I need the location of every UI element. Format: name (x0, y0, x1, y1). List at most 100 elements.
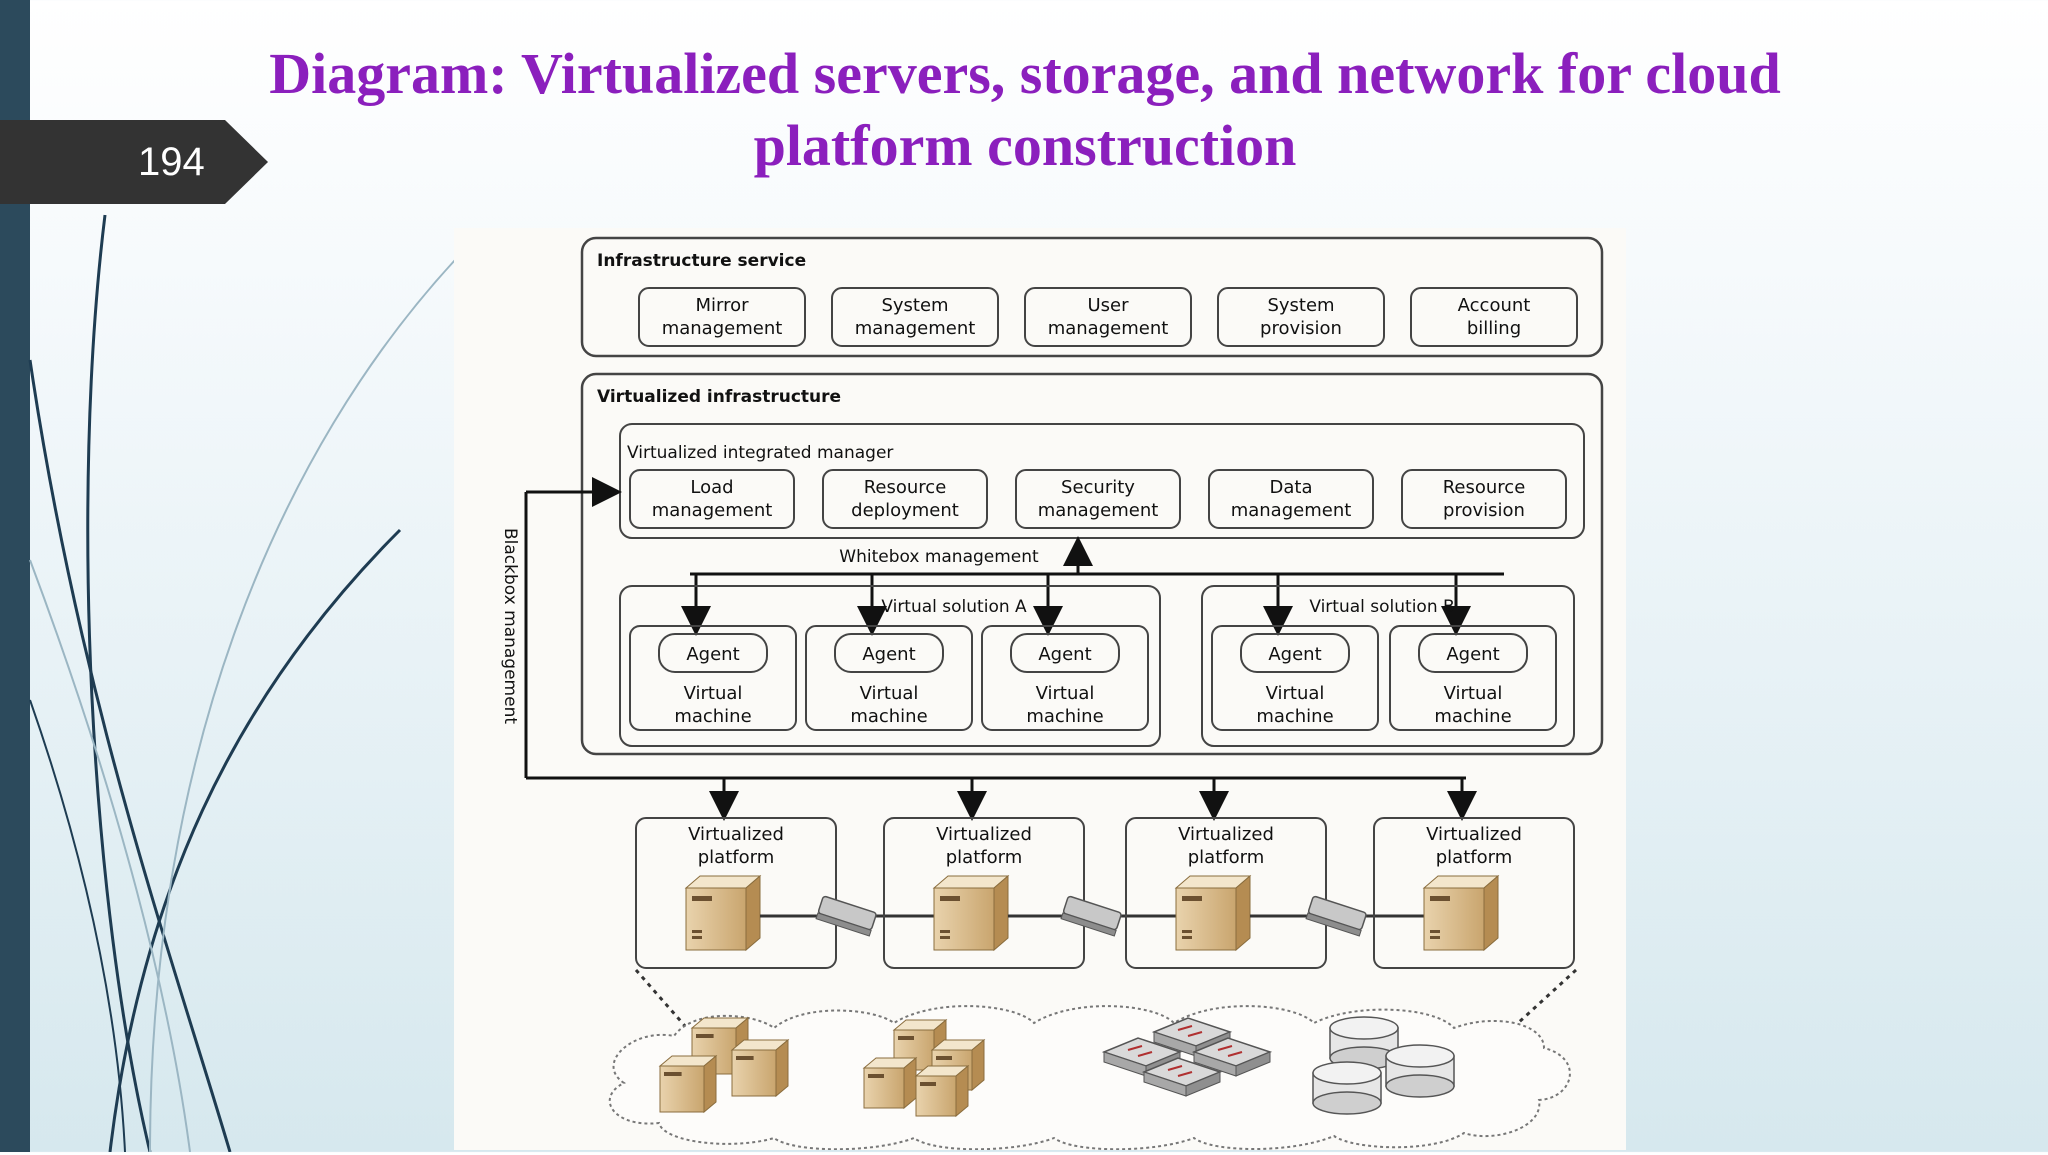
virtual-machine-box (1211, 625, 1379, 731)
virtualized-platform-box (635, 817, 837, 969)
module-label-line: User (1087, 295, 1129, 316)
manager-module-box (629, 469, 795, 529)
agent-label: Agent (1446, 644, 1499, 665)
module-label-line: machine (674, 706, 751, 727)
module-label-line: Virtualized (936, 824, 1032, 845)
module-label-line: Account (1458, 295, 1531, 316)
agent-box (1010, 633, 1120, 673)
manager-module-box (1208, 469, 1374, 529)
module-label-line: billing (1467, 318, 1521, 339)
module-label-line: Security (1061, 477, 1135, 498)
module-label-line: Virtual (684, 683, 743, 704)
module-label-line: Resource (864, 477, 947, 498)
service-module-box (1024, 287, 1192, 347)
manager-module-box (1015, 469, 1181, 529)
storage-switch-icon (1191, 1037, 1273, 1077)
server-icon (932, 874, 1010, 952)
module-label-line: System (1267, 295, 1334, 316)
agent-label: Agent (686, 644, 739, 665)
module-label-line: Data (1270, 477, 1313, 498)
agent-label: Agent (862, 644, 915, 665)
module-label-line: provision (1443, 500, 1525, 521)
blackbox-management-label: Blackbox management (500, 528, 520, 724)
storage-server-icon (862, 1056, 918, 1110)
service-module-box (638, 287, 806, 347)
slide-title: Diagram: Virtualized servers, storage, a… (269, 41, 1781, 178)
virtual-machine-box (629, 625, 797, 731)
virtualized-platform-box (1125, 817, 1327, 969)
module-label-line: management (1038, 500, 1159, 521)
agent-label: Agent (1268, 644, 1321, 665)
decorative-swooshes (28, 214, 456, 1152)
virtual-solution-a-panel (619, 585, 1161, 747)
module-label-line: platform (698, 847, 774, 868)
virtual-machine-box (981, 625, 1149, 731)
virtualized-platform-box (883, 817, 1085, 969)
module-label-line: management (1231, 500, 1352, 521)
server-icon (1422, 874, 1500, 952)
module-label-line: Virtualized (1178, 824, 1274, 845)
module-label-line: Virtual (1036, 683, 1095, 704)
infrastructure-service-panel (580, 236, 1604, 358)
virtualized-platform-box (1373, 817, 1575, 969)
storage-disk-icon (1385, 1044, 1455, 1098)
module-label-line: machine (1026, 706, 1103, 727)
switch-icon (1305, 895, 1367, 937)
module-label-line: management (855, 318, 976, 339)
virtualized-infrastructure-label: Virtualized infrastructure (597, 387, 841, 407)
module-label-line: Mirror (695, 295, 749, 316)
storage-disk-icon (1329, 1016, 1399, 1070)
module-label-line: machine (1434, 706, 1511, 727)
module-label-line: Resource (1443, 477, 1526, 498)
slide-number-badge (0, 120, 268, 204)
server-icon (1174, 874, 1252, 952)
manager-module-box (822, 469, 988, 529)
virtual-solution-b-label: Virtual solution B (1309, 597, 1454, 617)
module-label-line: System (881, 295, 948, 316)
module-label-line: platform (1436, 847, 1512, 868)
whitebox-management-label: Whitebox management (839, 547, 1039, 567)
agent-label: Agent (1038, 644, 1091, 665)
agent-box (658, 633, 768, 673)
module-label-line: platform (1188, 847, 1264, 868)
module-label-line: deployment (851, 500, 959, 521)
storage-switch-icon (1141, 1057, 1223, 1097)
service-module-box (1410, 287, 1578, 347)
module-label-line: Virtualized (1426, 824, 1522, 845)
server-icon (684, 874, 762, 952)
slide-number: 194 (138, 140, 205, 184)
storage-server-icon (658, 1054, 718, 1114)
virtual-machine-box (805, 625, 973, 731)
virtual-machine-box (1389, 625, 1557, 731)
storage-disk-icon (1312, 1061, 1382, 1115)
agent-box (1240, 633, 1350, 673)
module-label-line: platform (946, 847, 1022, 868)
module-label-line: machine (850, 706, 927, 727)
virtualized-infrastructure-panel (580, 372, 1604, 756)
module-label-line: machine (1256, 706, 1333, 727)
module-label-line: provision (1260, 318, 1342, 339)
service-module-box (1217, 287, 1385, 347)
virtual-solution-b-panel (1201, 585, 1575, 747)
integrated-manager-label: Virtualized integrated manager (627, 443, 893, 463)
agent-box (1418, 633, 1528, 673)
infrastructure-service-label: Infrastructure service (597, 251, 806, 271)
module-label-line: management (652, 500, 773, 521)
module-label-line: management (662, 318, 783, 339)
architecture-diagram: Infrastructure service MirrormanagementS… (500, 236, 1604, 1151)
module-label-line: Virtual (1444, 683, 1503, 704)
virtual-solution-a-label: Virtual solution A (881, 597, 1027, 617)
module-label-line: Load (690, 477, 733, 498)
module-label-line: Virtual (860, 683, 919, 704)
module-label-line: management (1048, 318, 1169, 339)
manager-module-box (1401, 469, 1567, 529)
storage-server-icon (914, 1064, 970, 1118)
switch-icon (1060, 895, 1122, 937)
module-label-line: Virtualized (688, 824, 784, 845)
switch-icon (815, 895, 877, 937)
module-label-line: Virtual (1266, 683, 1325, 704)
service-module-box (831, 287, 999, 347)
agent-box (834, 633, 944, 673)
storage-server-icon (730, 1038, 790, 1098)
